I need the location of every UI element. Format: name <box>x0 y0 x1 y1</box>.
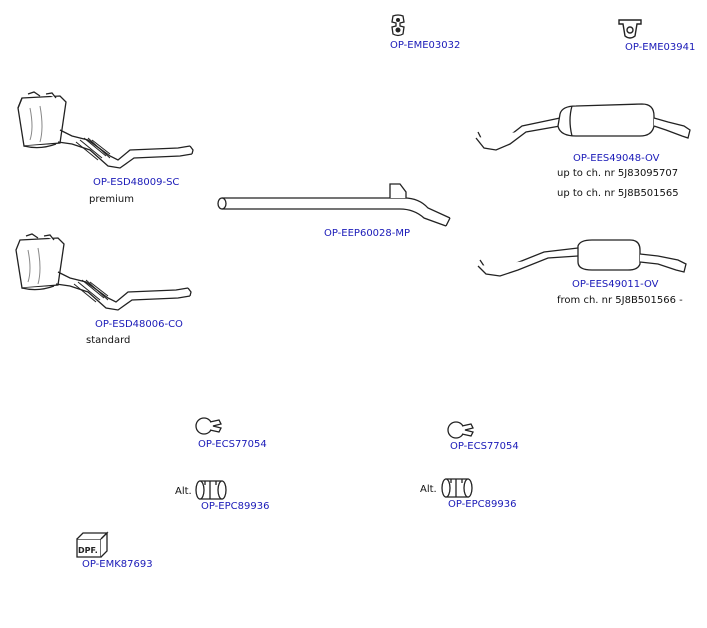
part-code-emk87693[interactable]: OP-EMK87693 <box>82 559 153 570</box>
part-code-ecs77054-1[interactable]: OP-ECS77054 <box>198 439 267 450</box>
part-code-ees49011[interactable]: OP-EES49011-OV <box>572 279 659 290</box>
part-code-eme03032[interactable]: OP-EME03032 <box>390 40 461 51</box>
clamp-icon-1[interactable] <box>193 414 223 438</box>
pipe-connector-icon-1[interactable] <box>194 479 228 501</box>
rear-silencer-icon-2[interactable] <box>474 236 692 280</box>
part-code-esd48006[interactable]: OP-ESD48006-CO <box>95 319 183 330</box>
box-label: DPF. <box>78 546 98 555</box>
part-code-epc89936-1[interactable]: OP-EPC89936 <box>201 501 270 512</box>
clamp-icon-2[interactable] <box>445 418 475 442</box>
part-note-chassis-1: up to ch. nr 5J83095707 <box>557 168 679 179</box>
part-code-esd48009[interactable]: OP-ESD48009-SC <box>93 177 180 188</box>
part-code-epc89936-2[interactable]: OP-EPC89936 <box>448 499 517 510</box>
dpf-catalyst-premium[interactable] <box>10 88 195 173</box>
alt-label-2: Alt. <box>420 484 437 495</box>
pipe-connector-icon-2[interactable] <box>440 477 474 499</box>
dpf-catalyst-standard[interactable] <box>8 230 193 315</box>
rear-silencer-icon-1[interactable] <box>472 100 694 152</box>
rubber-hanger-icon[interactable] <box>388 14 408 38</box>
part-code-ecs77054-2[interactable]: OP-ECS77054 <box>450 441 519 452</box>
part-note-chassis-2: up to ch. nr 5J8B501565 <box>557 188 679 199</box>
part-note-standard: standard <box>86 335 131 346</box>
part-code-eep60028[interactable]: OP-EEP60028-MP <box>324 228 411 239</box>
alt-label-1: Alt. <box>175 486 192 497</box>
rubber-mount-icon[interactable] <box>617 18 643 40</box>
middle-pipe-icon[interactable] <box>214 178 456 228</box>
part-code-eme03941[interactable]: OP-EME03941 <box>625 42 696 53</box>
part-note-from-chassis: from ch. nr 5J8B501566 - <box>557 295 683 306</box>
mounting-kit-box-icon[interactable]: DPF. <box>75 531 111 559</box>
part-code-ees49048[interactable]: OP-EES49048-OV <box>573 153 660 164</box>
part-note-premium: premium <box>89 194 134 205</box>
